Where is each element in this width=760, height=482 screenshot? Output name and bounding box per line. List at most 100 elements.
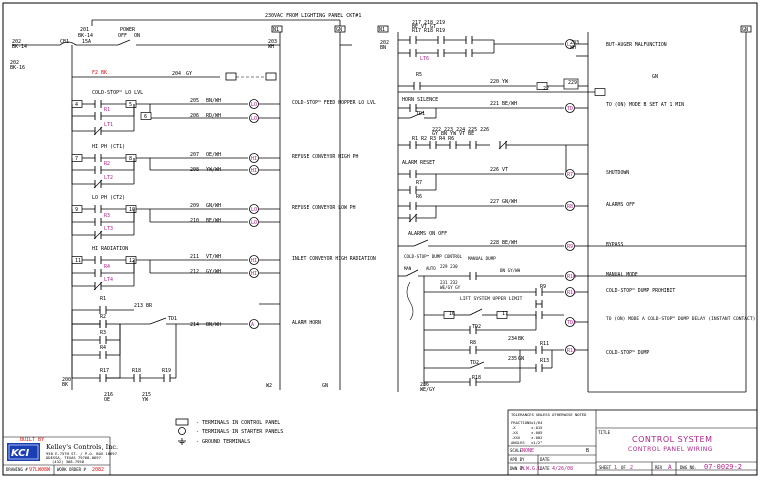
svg-text:235: 235 — [508, 356, 517, 362]
svg-text:DRAWING #: DRAWING # — [6, 467, 28, 472]
coil-symbol — [249, 165, 259, 175]
svg-text:DATE: DATE — [540, 457, 550, 462]
svg-text:HI PH (CT1): HI PH (CT1) — [92, 144, 125, 150]
svg-text:GN/WH: GN/WH — [502, 199, 517, 205]
svg-text:.XX: .XX — [511, 430, 519, 435]
svg-text:W2: W2 — [266, 383, 272, 389]
relay-tag: LT6 — [420, 56, 429, 62]
svg-text:COLD-STOP™ DUMP: COLD-STOP™ DUMP — [606, 350, 649, 356]
contact-slash — [408, 213, 418, 223]
svg-text:204: 204 — [172, 71, 181, 77]
svg-text:WE/GY GY: WE/GY GY — [440, 285, 461, 290]
svg-text:R8: R8 — [470, 340, 476, 346]
svg-text:ANGLES: ANGLES — [511, 440, 525, 445]
svg-text:ALARM HORN: ALARM HORN — [292, 320, 321, 326]
svg-text:YW: YW — [142, 397, 149, 403]
svg-text:±1/2°: ±1/2° — [531, 440, 542, 445]
coil-symbol — [565, 241, 575, 251]
switch — [413, 239, 429, 247]
coil-symbol — [565, 287, 575, 297]
drawing-title: CONTROL SYSTEM — [632, 435, 713, 444]
svg-text:TD1: TD1 — [168, 316, 177, 322]
contact-slash — [498, 140, 508, 150]
legend-item-starter: - TERMINALS IN STARTER PANELS — [196, 429, 283, 435]
bus-gnd-right: GN — [742, 27, 748, 33]
svg-text:217 218 219: 217 218 219 — [412, 20, 445, 26]
svg-text:R7: R7 — [416, 180, 422, 186]
coil-symbol — [565, 317, 575, 327]
svg-text:FRACTIONS: FRACTIONS — [511, 420, 532, 425]
terminal — [594, 88, 606, 96]
svg-text:MAN: MAN — [404, 266, 412, 271]
contact-slash — [93, 230, 103, 240]
relay-tag: R18 — [132, 368, 141, 374]
work-order-number: 2082 — [92, 467, 104, 473]
svg-text:BE/WH: BE/WH — [206, 218, 221, 224]
coil-symbol — [249, 113, 259, 123]
coil-symbol — [565, 271, 575, 281]
relay-tag: R17 — [100, 368, 109, 374]
timer-contact — [469, 361, 485, 369]
svg-text:BE VT GT: BE VT GT — [412, 24, 436, 30]
svg-text:229: 229 — [568, 80, 577, 86]
terminal-number: 7 — [75, 156, 78, 162]
timer-contact — [409, 111, 425, 119]
bus-n1-left: N1 — [273, 27, 279, 33]
timer-contact — [149, 317, 167, 325]
svg-text:R1: R1 — [100, 296, 106, 302]
coil-symbol — [249, 217, 259, 227]
svg-text:R5: R5 — [416, 72, 422, 78]
svg-text:222 223 224 225 226: 222 223 224 225 226 — [432, 127, 489, 133]
relay-tag: LT2 — [104, 175, 113, 181]
svg-text:210: 210 — [190, 218, 199, 224]
svg-text:B: B — [586, 448, 589, 454]
svg-text:TOLERANCES UNLESS OTHERWISE NO: TOLERANCES UNLESS OTHERWISE NOTED — [511, 412, 587, 417]
svg-text:LO PH (CT2): LO PH (CT2) — [92, 195, 125, 201]
svg-text:206: 206 — [190, 113, 199, 119]
revision: A — [668, 464, 672, 471]
contact-slash — [93, 126, 103, 136]
svg-text:±.015: ±.015 — [531, 425, 542, 430]
contact-slash — [93, 179, 103, 189]
bus-gnd-left: GN — [336, 27, 342, 33]
svg-text:RD/WH: RD/WH — [206, 113, 221, 119]
svg-text:202: 202 — [10, 60, 19, 66]
svg-text:ALARM RESET: ALARM RESET — [402, 160, 435, 166]
legend-item-ground: - GROUND TERMINALS — [196, 439, 250, 445]
limit-switch — [469, 308, 483, 316]
svg-text:BK-14: BK-14 — [78, 33, 93, 39]
svg-text:TD1: TD1 — [416, 111, 425, 117]
coil-tag: LO — [251, 102, 257, 108]
coil-tag: HI — [251, 271, 257, 277]
coil-tag: R10 — [567, 274, 576, 280]
selector-link — [406, 281, 414, 321]
svg-text:TD2: TD2 — [470, 360, 479, 366]
svg-text:TITLE: TITLE — [598, 430, 611, 435]
svg-text:211: 211 — [190, 254, 199, 260]
relay-tag: LT1 — [104, 122, 113, 128]
svg-text:WE/GY: WE/GY — [420, 387, 435, 393]
coil-tag: TD — [567, 106, 573, 112]
relay-tag: R4 — [104, 264, 110, 270]
svg-text:GN: GN — [322, 383, 328, 389]
svg-text:GN: GN — [652, 74, 658, 80]
svg-text:LIFT SYSTEM UPPER LIMIT: LIFT SYSTEM UPPER LIMIT — [460, 296, 523, 302]
svg-text:±.002: ±.002 — [531, 435, 542, 440]
svg-text:205: 205 — [190, 98, 199, 104]
relay-tag: R2 — [100, 314, 106, 320]
svg-text:214: 214 — [190, 322, 199, 328]
company-block: BUILT BY KCI Kelley's Controls, Inc. 950… — [3, 436, 118, 475]
coil-tag: LO — [251, 220, 257, 226]
title-block: TOLERANCES UNLESS OTHERWISE NOTED FRACTI… — [507, 409, 758, 476]
svg-text:DWG NO.: DWG NO. — [680, 465, 697, 470]
supply-label: 230VAC FROM LIGHTING PANEL CKT#1 — [265, 13, 361, 19]
svg-text:VT/WH: VT/WH — [206, 254, 221, 260]
svg-text:R13: R13 — [540, 358, 549, 364]
coil-symbol — [249, 204, 259, 214]
contact-slash — [93, 281, 103, 291]
svg-text:203: 203 — [268, 39, 277, 45]
terminal-number: 12 — [129, 258, 135, 264]
coil-tag: R7 — [567, 172, 573, 178]
svg-text:BK-16: BK-16 — [10, 65, 25, 71]
